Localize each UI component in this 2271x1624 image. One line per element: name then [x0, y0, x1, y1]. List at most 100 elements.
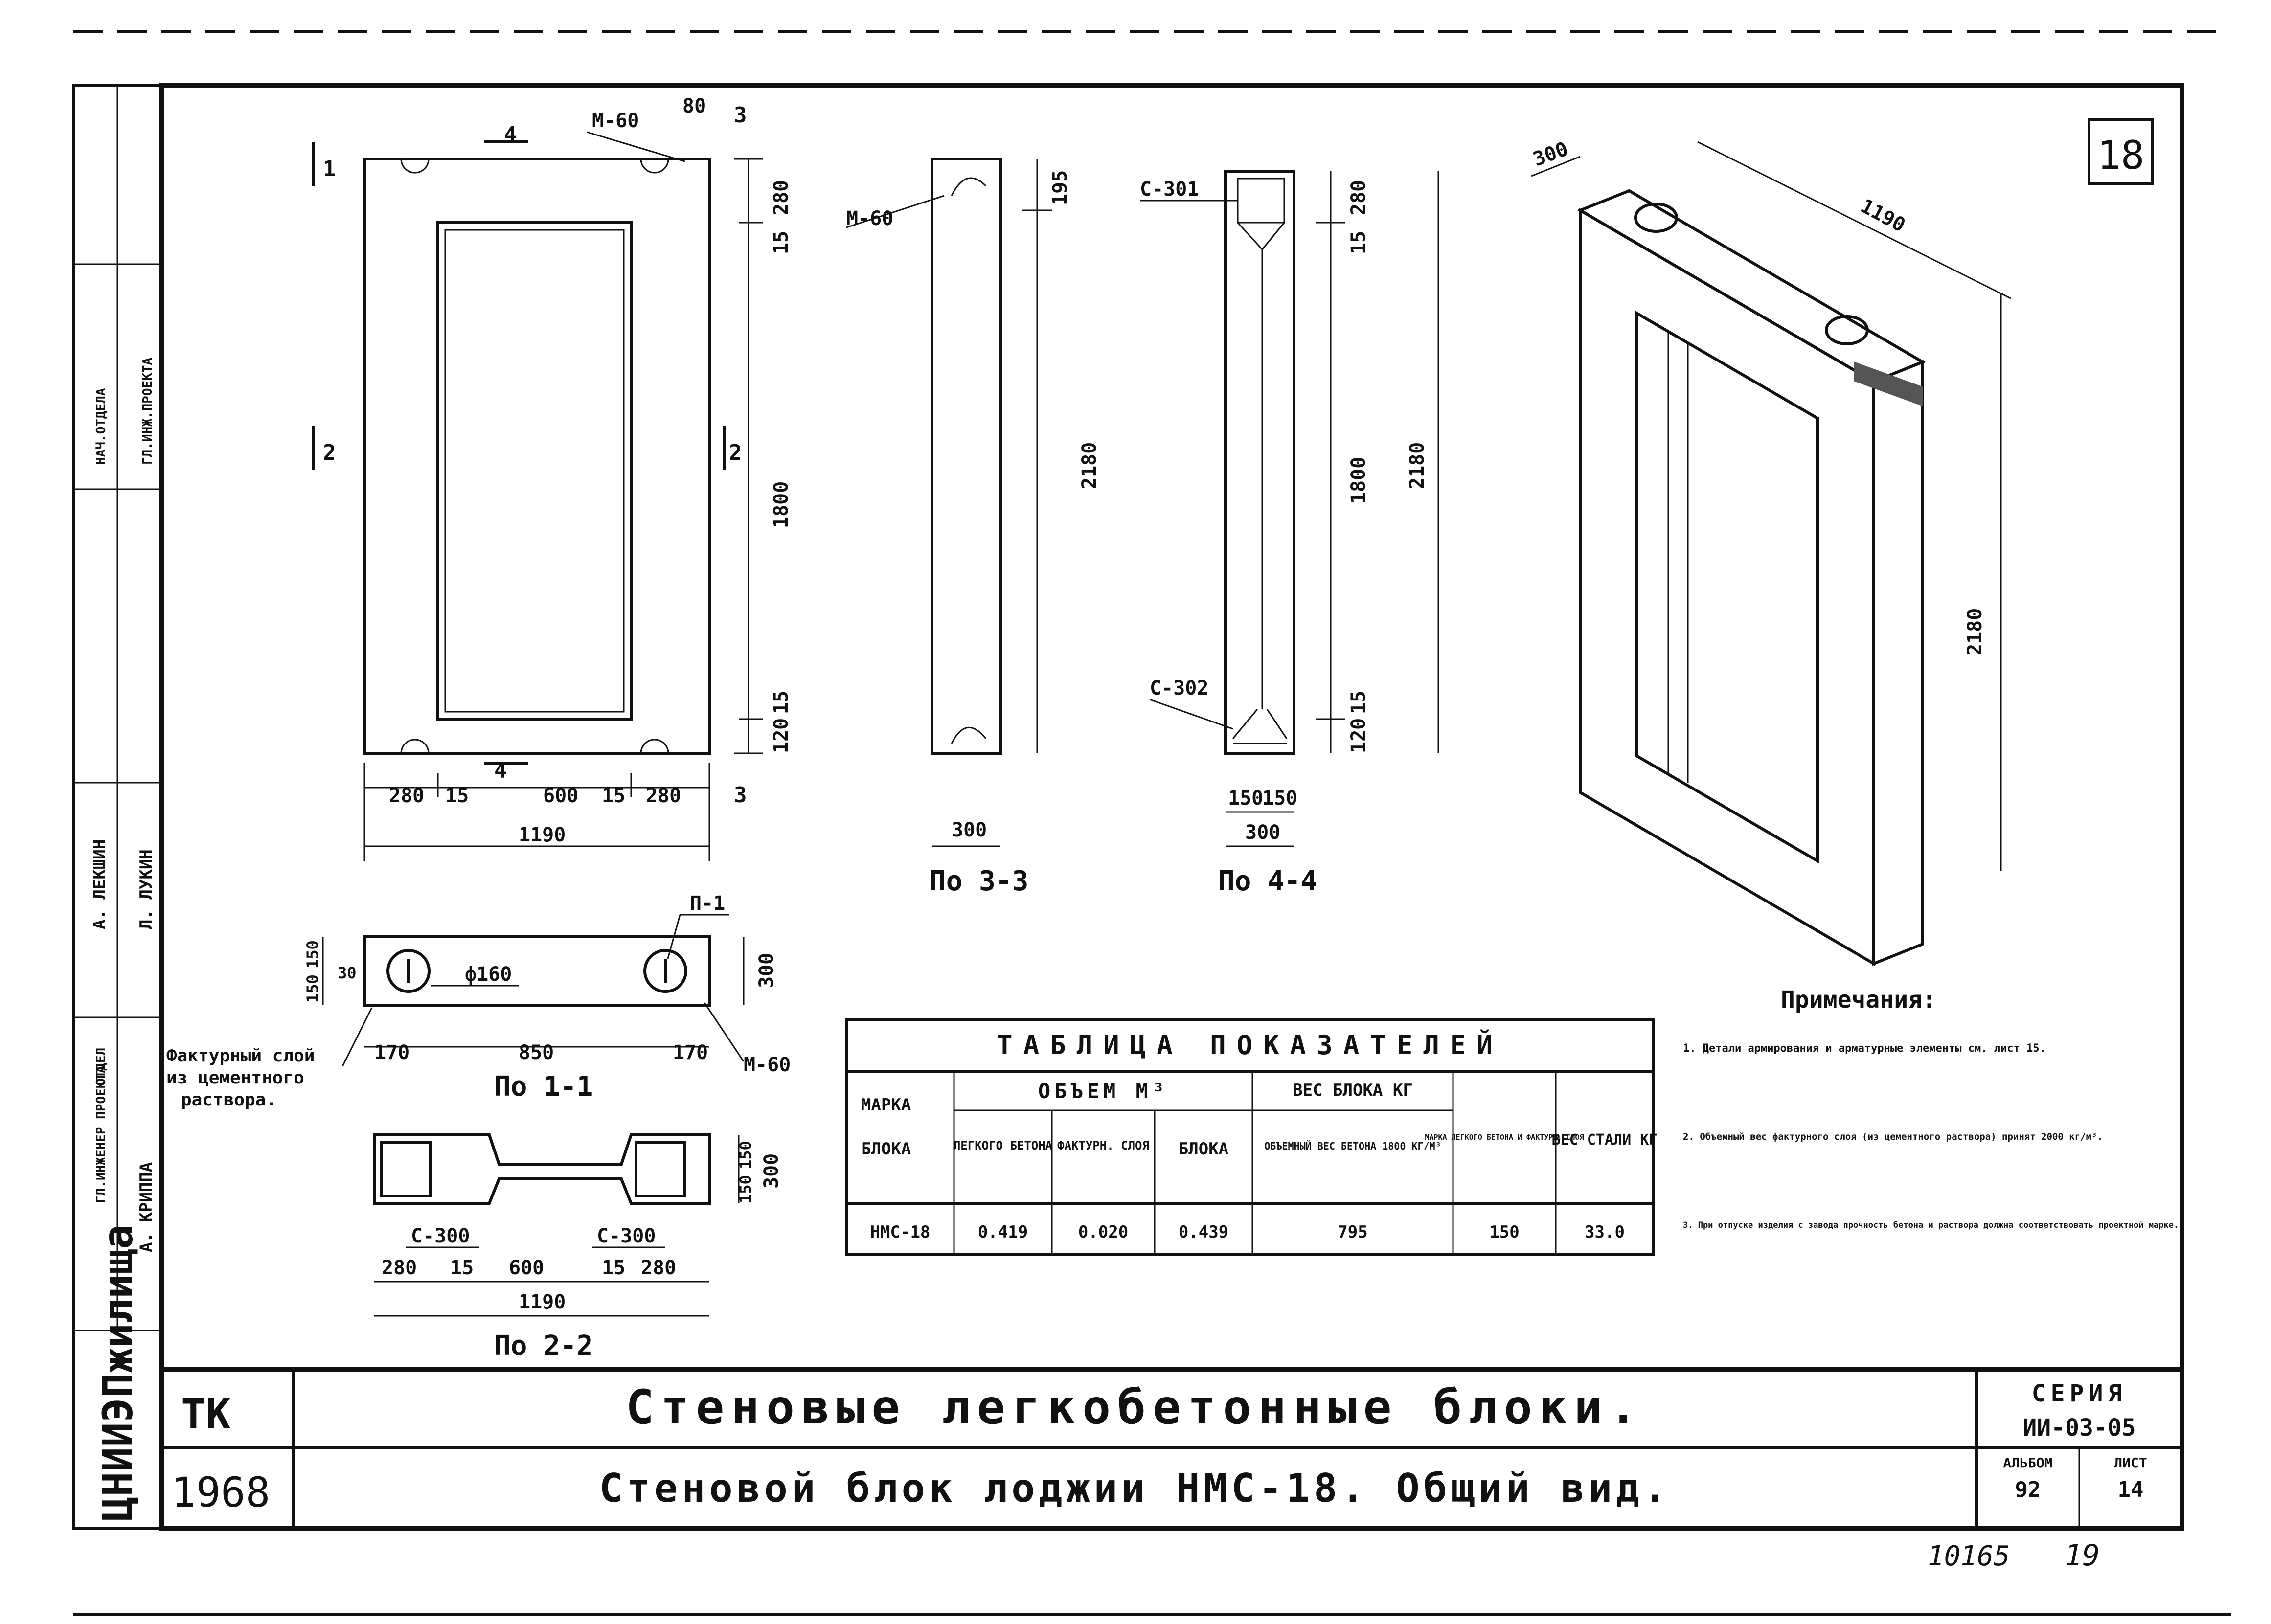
view44-width: 300: [1245, 821, 1280, 844]
series-value: ИИ-03-05: [2022, 1414, 2135, 1442]
view33-anchor: М-60: [846, 207, 893, 230]
front-view-opening: [436, 221, 633, 721]
side-stamp-label: ЦНИИЭПжилища: [94, 1224, 142, 1521]
sec22-label: По 2-2: [494, 1330, 593, 1362]
view44-dim-r2: 1800: [1347, 457, 1370, 504]
front-dim-b4: 280: [646, 785, 681, 807]
sec11-label: По 1-1: [494, 1071, 593, 1103]
sheet-number: 18: [2097, 133, 2144, 178]
iso-view: 300 1190 2180: [1530, 137, 2011, 967]
section-mark-2-right: 2: [729, 440, 742, 465]
front-dim-r4: 120: [770, 718, 793, 753]
view-4-4: С-301 С-302 280 15 1800 15 120 2180 150 …: [1140, 170, 1439, 897]
album-value: 92: [2015, 1477, 2041, 1502]
front-anchor-offset: 80: [682, 95, 706, 117]
front-dim-b2: 600: [543, 785, 578, 807]
view44-w0: 150: [1228, 787, 1263, 810]
side-role-1: ГЛ.ИНЖЕНЕР ПРОЕКТА: [94, 1065, 109, 1203]
sec11-left0: 150: [303, 974, 322, 1003]
sec22-dim0: 280: [382, 1257, 417, 1279]
notes-title: Примечания:: [1781, 986, 1936, 1014]
finish-note-1: Фактурный слой: [166, 1046, 315, 1066]
front-dim-r0: 280: [770, 180, 793, 215]
front-total-width: 1190: [519, 824, 566, 846]
iso-depth: 300: [1530, 137, 1571, 171]
sec11-loop: П-1: [690, 892, 725, 915]
sec22-right0: 150: [736, 1175, 755, 1203]
note-1: 1. Детали армирования и арматурные элеме…: [1683, 1042, 2046, 1055]
sec22-frame1: С-300: [597, 1225, 656, 1247]
table-cell-block: 0.439: [1179, 1222, 1228, 1242]
series-label: СЕРИЯ: [2032, 1380, 2127, 1407]
front-dim-b3: 15: [602, 785, 625, 807]
front-dim-b1: 15: [445, 785, 469, 807]
note-2: 2. Объемный вес фактурного слоя (из цеме…: [1683, 1131, 2103, 1142]
side-name-3: Л. ЛУКИН: [136, 849, 156, 929]
side-name-2: А. ЛЕКШИН: [90, 839, 110, 929]
table-cell-weight: 795: [1338, 1222, 1367, 1242]
sec11-thickness: 300: [755, 953, 778, 988]
album-label: АЛЬБОМ: [2003, 1455, 2052, 1471]
section-mark-3: 3: [734, 783, 747, 808]
iso-width: 1190: [1857, 195, 1909, 237]
view44-label: По 4-4: [1218, 865, 1317, 897]
side-stamp-column: ЦНИИЭПжилища А. КРИППА А. ЛЕКШИН Л. ЛУКИ…: [72, 84, 163, 1530]
view33-width: 300: [952, 819, 987, 841]
footer-code: 10165: [1928, 1540, 2010, 1572]
title-main: Стеновые легкобетонные блоки.: [626, 1380, 1644, 1435]
sec11-hole: ф160: [465, 963, 512, 986]
sec22-dim1: 15: [450, 1257, 474, 1279]
sec22-thickness: 300: [760, 1153, 783, 1189]
front-anchor-label: М-60: [592, 110, 639, 132]
org-label: ТК: [181, 1390, 231, 1438]
view33-top-dim: 195: [1049, 170, 1071, 205]
side-role-4: ОТДЕЛ: [94, 1048, 109, 1086]
table-cell-mark: НМС-18: [870, 1222, 931, 1242]
view44-height: 2180: [1406, 442, 1429, 489]
front-dim-r1: 15: [770, 231, 793, 254]
sec11-anchor: М-60: [744, 1054, 791, 1076]
side-name-1: А. КРИППА: [136, 1162, 156, 1252]
sec22-dim4: 280: [641, 1257, 676, 1279]
year-label: 1968: [171, 1468, 270, 1516]
table-col-grade: МАРКА ЛЕГКОГО БЕТОНА И ФАКТУРН. СЛОЯ: [1425, 1133, 1584, 1142]
sec11-dim2: 170: [673, 1041, 708, 1064]
view44-top-label: С-301: [1140, 178, 1199, 201]
note-3: 3. При отпуске изделия с завода прочност…: [1683, 1220, 2179, 1230]
sheet-number-box: 18: [2088, 118, 2154, 185]
sec11-left2: 30: [338, 964, 357, 982]
view33-height: 2180: [1078, 442, 1101, 489]
iso-height: 2180: [1964, 609, 1986, 655]
sec22-right1: 150: [736, 1141, 755, 1169]
table-cell-light: 0.419: [978, 1222, 1028, 1242]
table-col-weight: ВЕС БЛОКА КГ: [1293, 1081, 1413, 1100]
sec11-dim1: 850: [519, 1041, 554, 1064]
finish-note-2: из цементного: [166, 1068, 304, 1088]
view44-dim-r3: 15: [1347, 691, 1370, 714]
side-role-3: НАЧ.ОТДЕЛА: [94, 388, 109, 465]
table-sub-facing: ФАКТУРН. СЛОЯ: [1057, 1139, 1149, 1152]
table-title: ТАБЛИЦА ПОКАЗАТЕЛЕЙ: [997, 1030, 1503, 1060]
table-cell-facing: 0.020: [1078, 1222, 1128, 1242]
view44-dim-r1: 15: [1347, 231, 1370, 254]
view44-bottom-label: С-302: [1150, 677, 1208, 699]
table-cell-steel: 33.0: [1585, 1222, 1625, 1242]
sec11-dim0: 170: [374, 1041, 409, 1064]
finish-note-3: раствора.: [181, 1090, 276, 1110]
main-frame: [159, 83, 2184, 1531]
view-3-3: М-60 195 2180 300 По 3-3: [846, 158, 1101, 897]
sec11-left1: 150: [303, 940, 322, 969]
title-sub: Стеновой блок лоджии НМС-18. Общий вид.: [599, 1466, 1671, 1511]
table-weight-sub: ОБЪЕМНЫЙ ВЕС БЕТОНА 1800 КГ/М³: [1264, 1140, 1441, 1152]
sheet-label: ЛИСТ: [2114, 1455, 2147, 1471]
table-cell-grade: 150: [1489, 1222, 1519, 1242]
footer-page: 19: [2065, 1538, 2100, 1573]
side-role-2: ГЛ.ИНЖ.ПРОЕКТА: [140, 358, 155, 465]
table-sub-block: БЛОКА: [1179, 1139, 1228, 1159]
front-view: 1 2 2 4 4 3 3 М-60 80 280 15 600 15 280 …: [312, 95, 793, 861]
view44-w1: 150: [1262, 787, 1297, 810]
sec22-dim3: 15: [602, 1257, 625, 1279]
notes-block: Примечания: 1. Детали армирования и арма…: [1683, 986, 2179, 1230]
table-col-volume: ОБЪЕМ М³: [1038, 1079, 1168, 1103]
